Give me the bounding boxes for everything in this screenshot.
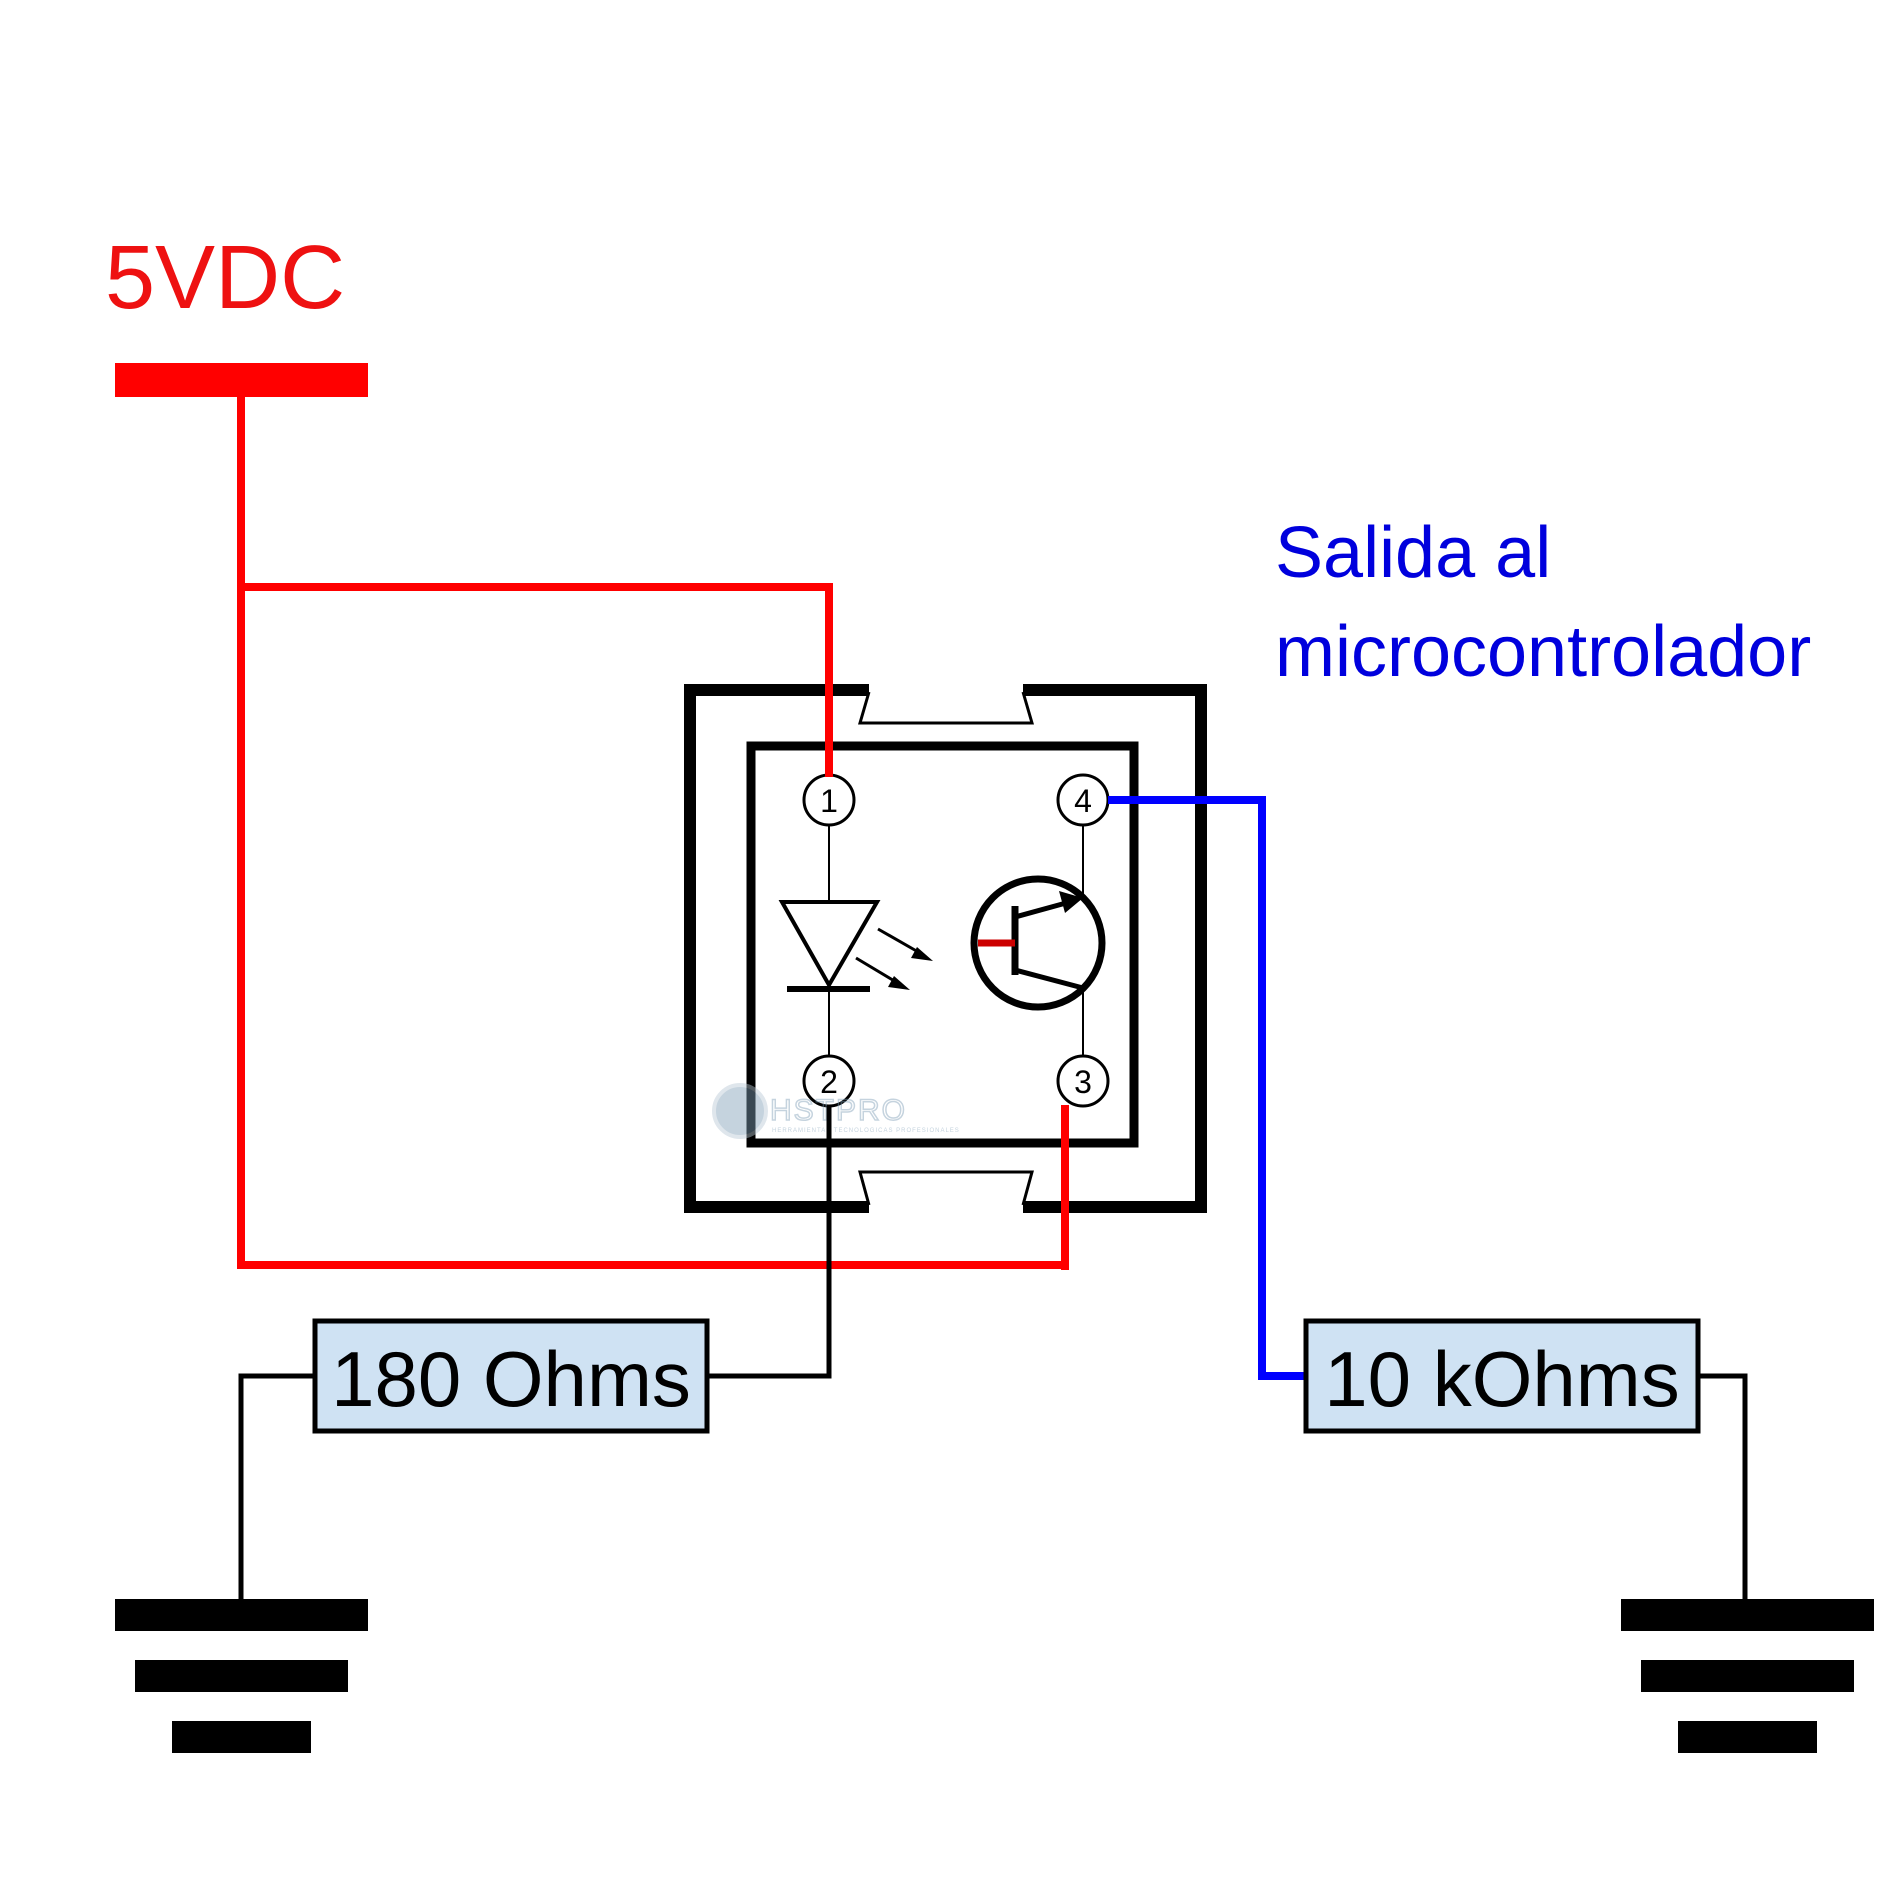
internal-leads (828, 824, 1084, 1060)
pin-3: 3 (1056, 1054, 1110, 1108)
ground-wires (238, 1106, 1748, 1600)
watermark-text: HSTPRO (770, 1094, 907, 1127)
supply-wires (237, 397, 1069, 1269)
resistor-10-kohms-label: 10 kOhms (1324, 1335, 1679, 1423)
resistor-180-ohms: 180 Ohms (312, 1318, 710, 1434)
watermark: HSTPRO HERRAMIENTAS TECNOLOGICAS PROFESI… (712, 1083, 960, 1139)
pin-3-label: 3 (1074, 1064, 1092, 1100)
supply-label: 5VDC (105, 228, 345, 328)
output-wire (1108, 796, 1306, 1380)
optocoupler-package (684, 684, 1207, 1213)
ground-left-icon (115, 1599, 368, 1753)
led-icon (778, 900, 933, 992)
ground-right-icon (1621, 1599, 1874, 1753)
watermark-logo-icon (712, 1083, 768, 1139)
pin-1-label: 1 (820, 783, 838, 819)
pin-1: 1 (802, 773, 856, 827)
phototransistor-icon (970, 875, 1106, 1011)
output-label-line2: microcontrolador (1275, 612, 1811, 692)
pin-4-label: 4 (1074, 783, 1092, 819)
optocoupler-die (746, 741, 1139, 1148)
watermark-subtext: HERRAMIENTAS TECNOLOGICAS PROFESIONALES (772, 1128, 960, 1134)
pin-2-label: 2 (820, 1064, 838, 1100)
resistor-180-ohms-label: 180 Ohms (331, 1335, 691, 1423)
output-label-line1: Salida al (1275, 513, 1551, 593)
supply-rail (115, 363, 368, 397)
pin-4: 4 (1056, 773, 1110, 827)
resistor-10-kohms: 10 kOhms (1303, 1318, 1701, 1434)
pin-2: 2 (802, 1054, 856, 1108)
